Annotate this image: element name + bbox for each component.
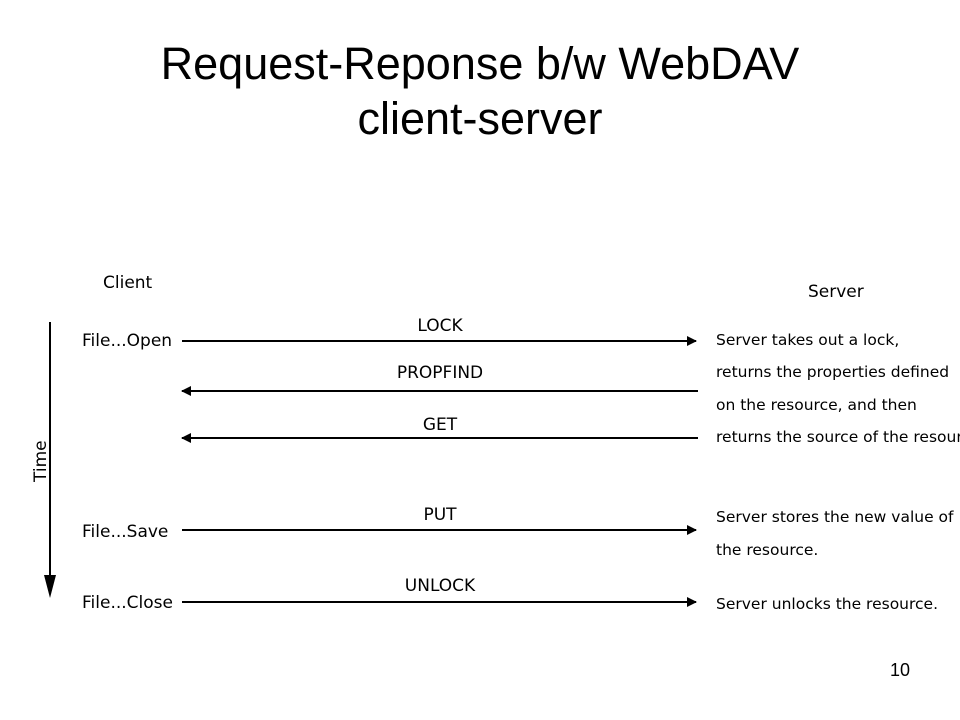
client-action-open: File...Open — [82, 331, 172, 351]
slide-title-line-2: client-server — [357, 93, 603, 144]
server-note-line: returns the source of the resource. — [716, 428, 960, 446]
server-note-line: on the resource, and then — [716, 396, 917, 414]
message-label-put: PUT — [423, 505, 457, 525]
client-label: Client — [103, 273, 153, 293]
slide-title-line-1: Request-Reponse b/w WebDAV — [160, 38, 800, 89]
page-number: 10 — [889, 660, 910, 680]
server-note-line: returns the properties defined — [716, 363, 949, 381]
server-note-line: the resource. — [716, 541, 818, 559]
message-label-unlock: UNLOCK — [405, 576, 476, 596]
client-action-close: File...Close — [82, 593, 173, 613]
message-label-lock: LOCK — [417, 316, 463, 336]
server-label: Server — [808, 282, 864, 302]
time-axis-arrowhead — [44, 575, 56, 598]
slide-title: Request-Reponse b/w WebDAV client-server — [0, 36, 960, 146]
client-action-save: File...Save — [82, 522, 168, 542]
server-note-line: Server stores the new value of — [716, 508, 954, 526]
server-note-line: Server unlocks the resource. — [716, 595, 938, 613]
message-label-propfind: PROPFIND — [397, 363, 483, 383]
message-label-get: GET — [423, 415, 458, 435]
time-label: Time — [31, 440, 51, 483]
server-note-line: Server takes out a lock, — [716, 331, 899, 349]
